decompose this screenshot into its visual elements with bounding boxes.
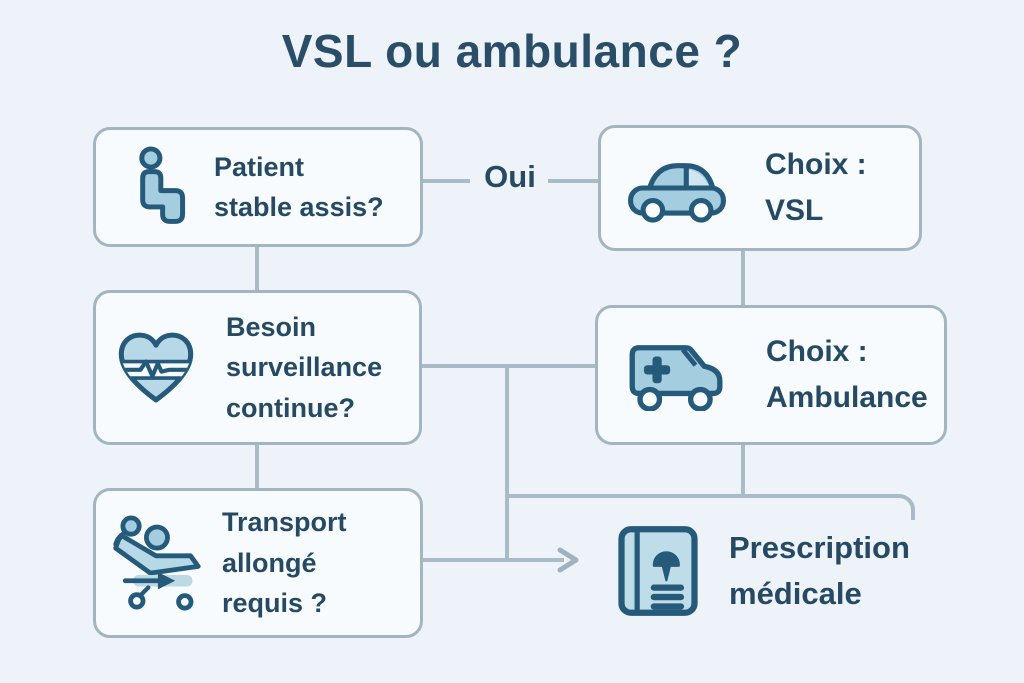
connector-patient-besoin <box>255 245 259 292</box>
connector-branch-down <box>505 364 509 562</box>
car-icon <box>628 163 726 223</box>
medical-book-icon <box>618 526 698 616</box>
node-label: Choix : VSL <box>765 147 867 228</box>
connector-ambulance-down <box>741 444 745 497</box>
arrow-right-icon <box>557 547 579 573</box>
person-seated-icon <box>139 146 186 224</box>
edge-label-oui: Oui <box>484 159 536 194</box>
connector-patient-vsl-right <box>548 179 598 183</box>
node-choix-ambulance: Choix : Ambulance <box>595 305 947 445</box>
heart-pulse-icon <box>118 332 194 402</box>
node-prescription: Prescription médicale <box>613 522 910 620</box>
connector-patient-vsl-left <box>421 179 470 183</box>
ambulance-icon <box>629 345 723 411</box>
node-label: Patient stable assis? <box>214 151 384 223</box>
connector-vsl-ambulance <box>741 249 745 307</box>
stretcher-icon <box>113 515 201 611</box>
node-patient-stable: Patient stable assis? <box>93 127 423 247</box>
node-label: Transport allongé requis ? <box>222 507 347 619</box>
connector-besoin-ambulance <box>422 364 597 368</box>
node-choix-vsl: Choix : VSL <box>598 125 922 251</box>
connector-collector-elbow <box>505 494 915 520</box>
node-label: Choix : Ambulance <box>766 334 928 415</box>
page-title: VSL ou ambulance ? <box>281 25 743 77</box>
connector-besoin-transport <box>255 443 259 490</box>
node-label: Besoin surveillance continue? <box>226 311 383 423</box>
node-label: Prescription médicale <box>729 529 910 612</box>
connector-transport-prescription <box>422 558 564 562</box>
node-besoin-surveillance: Besoin surveillance continue? <box>93 290 422 445</box>
node-transport-allonge: Transport allongé requis ? <box>93 488 423 638</box>
